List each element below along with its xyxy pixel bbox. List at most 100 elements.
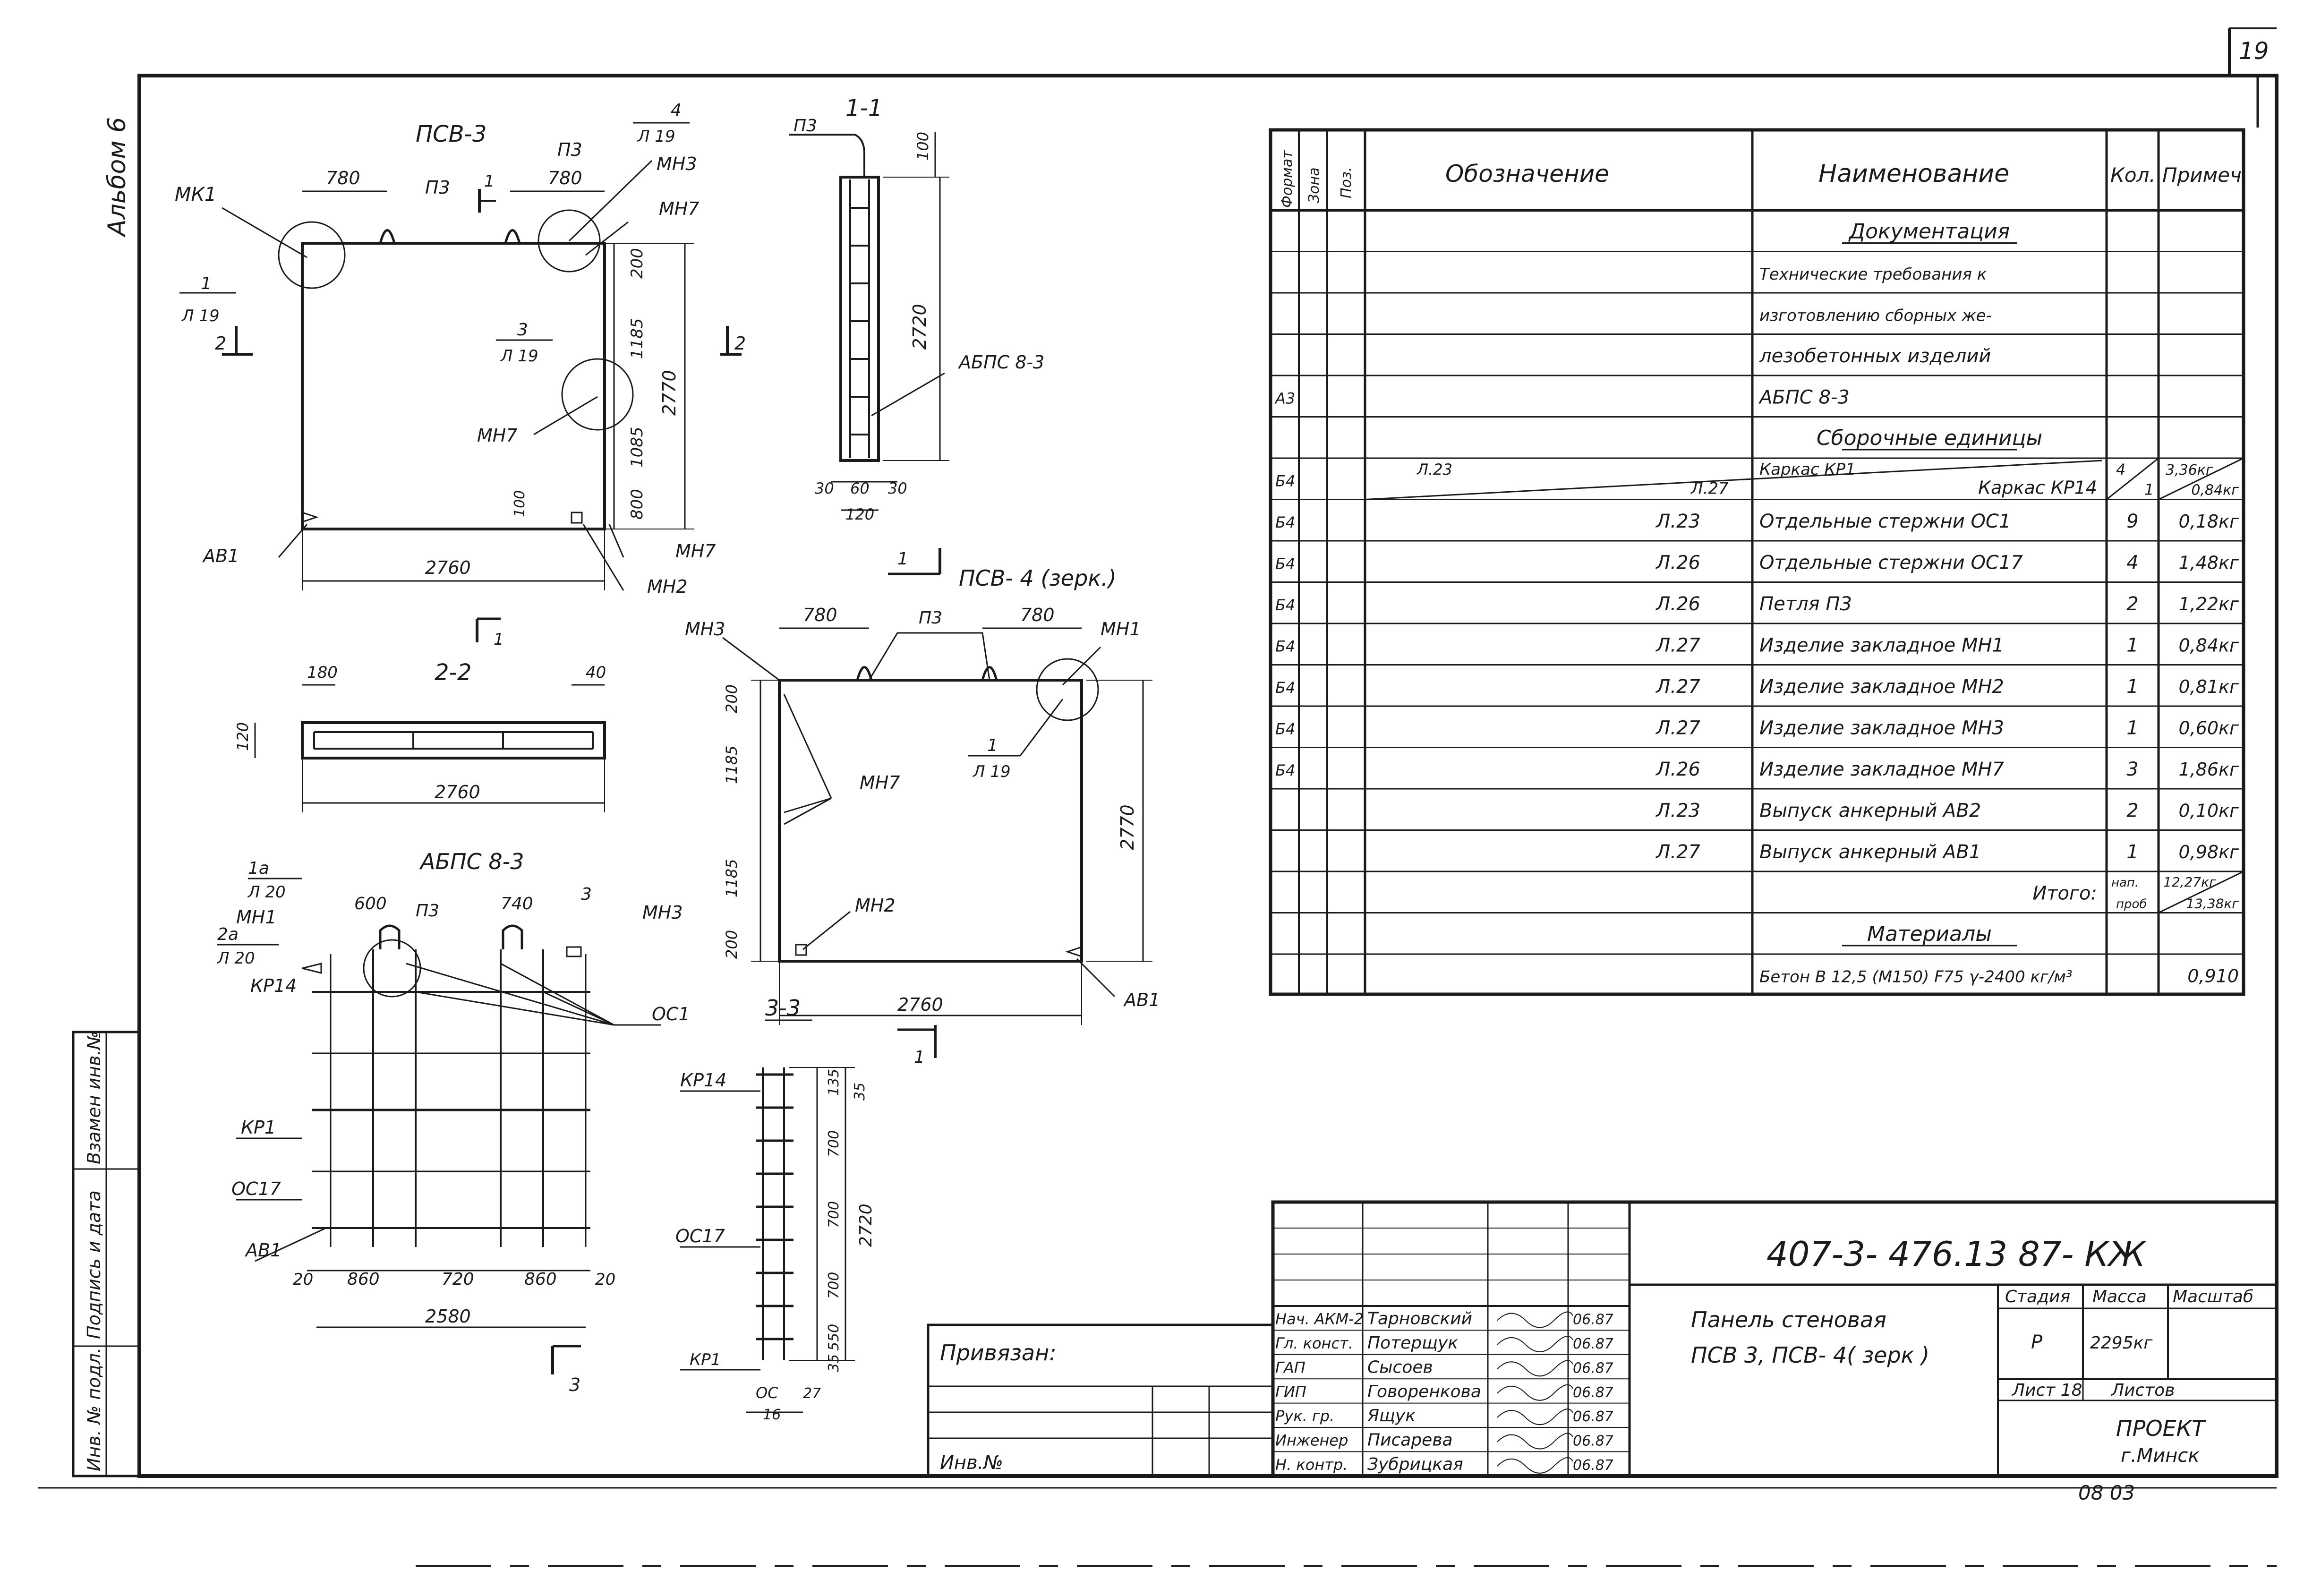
psv4-label-p3: П3 [919, 608, 942, 628]
spec-row-13-qty: 3 [2126, 759, 2138, 780]
spec-row-12-designation: Л.27 [1655, 717, 1700, 739]
psv4-label-mn1: МН1 [1101, 619, 1141, 640]
mass-label: Масса [2092, 1287, 2147, 1306]
spec-row-8-format: Б4 [1275, 555, 1295, 573]
signer-6-name: Зубрицкая [1367, 1455, 1463, 1474]
s33-dim-700b: 700 [826, 1201, 842, 1228]
psv4-dim-780a: 780 [803, 605, 837, 625]
psv3-dim-780b: 780 [548, 168, 582, 188]
spec-row-12-qty: 1 [2126, 717, 2138, 739]
signer-0-role: Нач. АКМ-2 [1275, 1310, 1364, 1328]
spec-row-9-name: Петля П3 [1759, 593, 1852, 615]
spec-row-8-note: 1,48кг [2178, 553, 2239, 573]
spec-row-11-note: 0,81кг [2178, 676, 2239, 697]
psv3-callout-3-sheet: Л 19 [500, 347, 538, 366]
spec-row-4-name: АБПС 8-3 [1758, 387, 1850, 409]
psv3-dim-2760: 2760 [425, 557, 471, 578]
abps-label-p3: П3 [416, 901, 439, 921]
signer-2-date: 06.87 [1573, 1360, 1613, 1376]
spec-row-9-qty: 2 [2126, 593, 2138, 615]
psv3-callout-1: 1 [201, 274, 212, 293]
spec-row-10-note: 0,84кг [2178, 635, 2239, 656]
s11-dim-30a: 30 [815, 479, 834, 497]
spec-row-14-note: 0,10кг [2178, 801, 2239, 821]
spec-row-8-qty: 4 [2126, 552, 2138, 574]
s22-dim-120: 120 [234, 722, 252, 751]
spec-row-11-name: Изделие закладное МН2 [1759, 676, 2004, 698]
abps-label-oc17: ОС17 [231, 1178, 281, 1199]
psv3-cut-2b: 2 [734, 333, 746, 354]
spec-row-1-name: Технические требования к [1759, 265, 1987, 284]
spec-row-18-name: Бетон В 12,5 (М150) F75 γ-2400 кг/м³ [1759, 968, 2073, 987]
spec-row-13-designation: Л.26 [1655, 759, 1700, 780]
page-number: 19 [2239, 37, 2269, 65]
spec-row-14-designation: Л.23 [1655, 800, 1700, 822]
abps-dim-600: 600 [354, 894, 387, 913]
scale-label: Масштаб [2173, 1287, 2253, 1306]
abps-dim-3: 3 [581, 885, 592, 904]
psv3-dim-2770: 2770 [659, 370, 680, 416]
spec-header-pos: Поз. [1338, 167, 1355, 198]
psv3-label-mn7b: МН7 [477, 425, 518, 446]
spec-row-16-note: 12,27кг [2163, 874, 2216, 890]
signer-4-name: Ящук [1367, 1406, 1416, 1425]
section-3-3-title: 3-3 [765, 995, 801, 1021]
spec-row-16-name: Итого: [2032, 883, 2097, 905]
spec-header-designation: Обозначение [1445, 160, 1609, 188]
spec-row-8-designation: Л.26 [1655, 552, 1700, 574]
org-line2: г.Минск [2121, 1445, 2200, 1467]
spec-row-14-qty: 2 [2126, 800, 2138, 822]
s11-dim-2720: 2720 [909, 304, 930, 350]
psv3-callout-3: 3 [517, 320, 528, 340]
psv4-label-mn7: МН7 [860, 772, 900, 793]
psv3-dim-200: 200 [628, 248, 647, 279]
psv4-label-ab1: АВ1 [1123, 990, 1160, 1010]
s33-dim-16: 16 [763, 1407, 781, 1423]
spec-row-15-qty: 1 [2126, 841, 2138, 863]
spec-row-8-name: Отдельные стержни ОС17 [1759, 552, 2023, 574]
psv3-label-mn3: МН3 [657, 154, 697, 174]
signer-2-name: Сысоев [1367, 1357, 1433, 1377]
spec-row-12-format: Б4 [1275, 720, 1295, 738]
spec-row-11-qty: 1 [2126, 676, 2138, 698]
abps-label-ab1: АВ1 [244, 1240, 282, 1261]
abps-label-kr14: КР14 [250, 975, 297, 996]
spec-row-10-designation: Л.27 [1655, 635, 1700, 657]
abps-dim-860b: 860 [524, 1270, 557, 1289]
view-abps-title: АБПС 8-3 [419, 849, 524, 874]
s33-dim-35a: 35 [852, 1083, 868, 1101]
org-line1: ПРОЕКТ [2116, 1416, 2207, 1441]
psv4-dim-780b: 780 [1020, 605, 1055, 625]
psv4-dim-1185b: 1185 [723, 859, 741, 897]
spec-table-grid [1269, 128, 2245, 996]
spec-row-14-name: Выпуск анкерный АВ2 [1759, 800, 1981, 822]
signer-0-signature [1497, 1311, 1573, 1328]
spec-row-9-designation: Л.26 [1655, 593, 1700, 615]
section-2-2-title: 2-2 [435, 659, 471, 686]
psv4-cut-1: 1 [897, 549, 908, 569]
s33-label-oc: ОС [756, 1384, 778, 1402]
spec-row-12-name: Изделие закладное МН3 [1759, 717, 2004, 739]
psv3-label-mn7c: МН7 [675, 541, 716, 562]
mass-value: 2295кг [2090, 1333, 2153, 1353]
s33-dim-35b: 35 [826, 1354, 842, 1372]
section-3-3 [680, 1019, 937, 1413]
psv3-dim-100: 100 [512, 490, 528, 517]
sheets-label: Листов [2110, 1381, 2175, 1400]
s11-dim-100: 100 [914, 132, 932, 161]
abps-dim-860a: 860 [347, 1270, 380, 1289]
abps-label-mn1: МН1 [236, 907, 277, 928]
s33-dim-27: 27 [803, 1385, 821, 1402]
section-1-1 [789, 132, 949, 511]
sheet-frame [38, 27, 2278, 1567]
signer-5-role: Инженер [1275, 1432, 1348, 1450]
abps-label-oc1: ОС1 [652, 1004, 690, 1024]
spec-row-6-designation2: Л.27 [1690, 479, 1729, 498]
view-psv3 [179, 122, 742, 642]
psv3-label-mk1: МК1 [175, 184, 216, 205]
spec-row-6-name: Каркас КР1 [1759, 460, 1856, 479]
signer-2-role: ГАП [1275, 1358, 1306, 1376]
psv3-cut-1b: 1 [494, 630, 504, 649]
